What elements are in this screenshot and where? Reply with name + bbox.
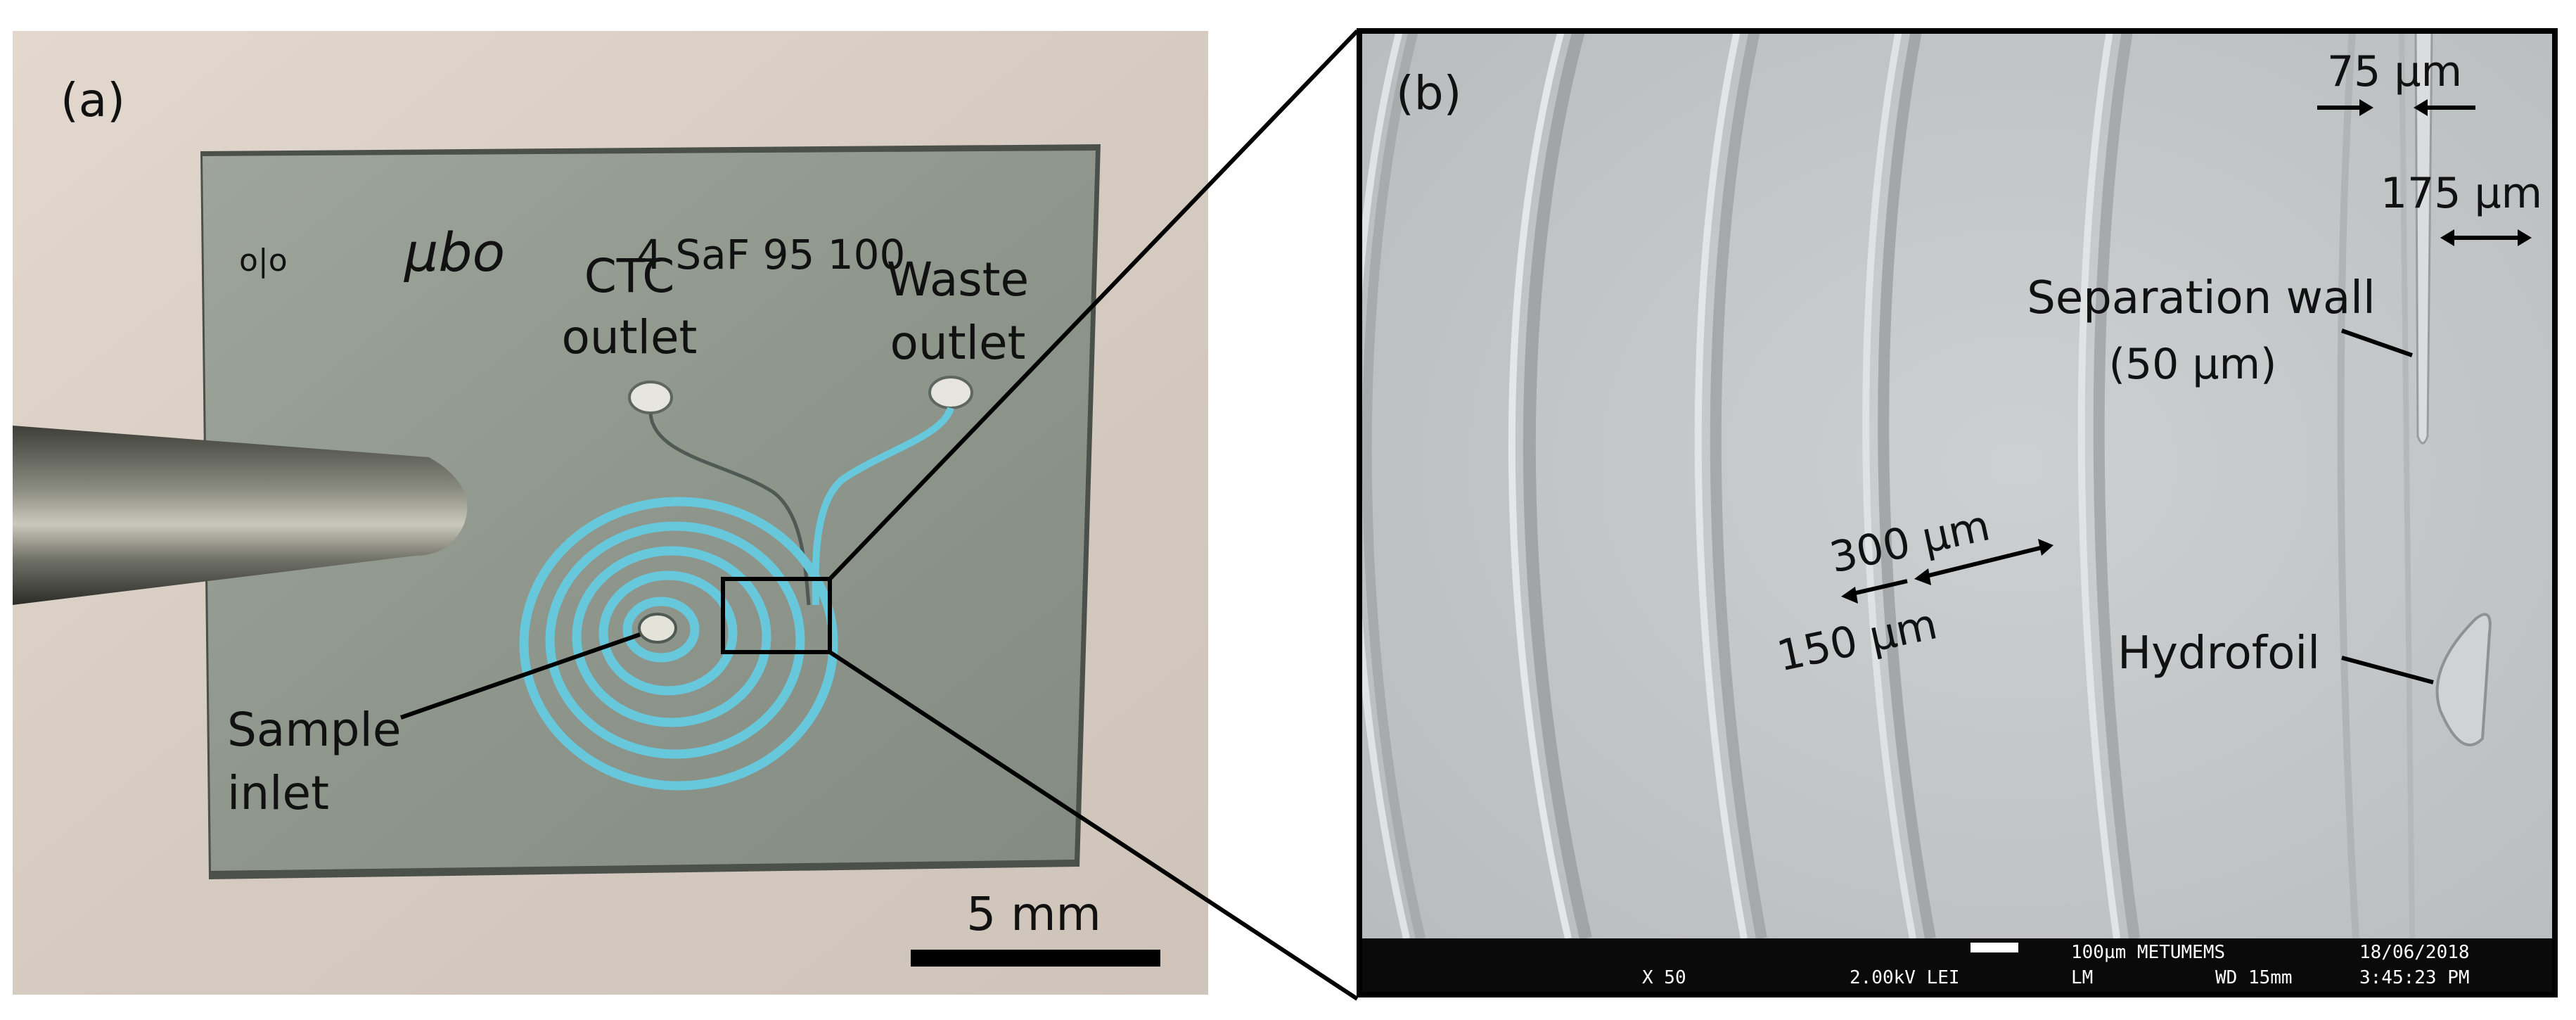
panel-a-label: (a) [60, 73, 125, 127]
panel-b-label: (b) [1396, 66, 1461, 120]
dim-175-arrowhead-right [2518, 229, 2532, 246]
sem-scale-bar [1971, 943, 2018, 952]
separation-wall-pointer [2341, 329, 2413, 357]
sample-inlet-hole [638, 613, 677, 644]
sem-scale-text: 100µm METUMEMS [2071, 942, 2225, 963]
panel-b: X 50 2.00kV LEI 100µm METUMEMS LM WD 15m… [1357, 28, 2558, 997]
hydrofoil-shape [2435, 613, 2492, 746]
sem-wd: WD 15mm [2215, 967, 2293, 988]
zoom-line-bottom [828, 650, 1359, 1001]
zoom-box [721, 577, 832, 654]
chip-surface [203, 151, 1096, 871]
ctc-outlet-hole [628, 381, 673, 414]
separation-wall-shape [2414, 31, 2433, 445]
dim-75-label: 75 µm [2327, 47, 2462, 96]
dim-150-arrowhead-left [1841, 587, 1858, 604]
ctc-outlet-label-line2: outlet [562, 310, 698, 364]
hydrofoil-label: Hydrofoil [2117, 627, 2320, 680]
tweezers [13, 426, 468, 605]
sem-magnification: X 50 [1642, 967, 1686, 988]
separation-wall-size-label: (50 µm) [2109, 340, 2277, 389]
sem-info-bar [1359, 938, 2555, 995]
chip-mark: o|o [239, 243, 288, 279]
spiral-channel [519, 497, 838, 791]
chip-serial: 4 SaF 95 100 [636, 231, 905, 279]
hydrofoil-pointer [2341, 656, 2434, 684]
dim-300-arrowhead-right [2038, 539, 2053, 556]
sample-inlet-label-line1: Sample [227, 703, 401, 757]
sample-inlet-pointer [400, 632, 641, 720]
waste-outlet-hole [928, 376, 973, 409]
sem-date: 18/06/2018 [2359, 942, 2470, 963]
sem-channel-arcs [1359, 31, 2492, 938]
ctc-outlet-label-line1: CTC [584, 249, 675, 303]
dim-300-arrowhead-left [1914, 568, 1931, 585]
sem-voltage: 2.00kV LEI [1850, 967, 1960, 988]
waste-outlet-label-line2: outlet [890, 316, 1026, 370]
sem-lm: LM [2071, 967, 2093, 988]
zoom-line-top [828, 29, 1359, 581]
dim-175-arrowhead-left [2440, 229, 2454, 246]
separation-wall-label: Separation wall [2027, 272, 2375, 324]
scale-bar-label: 5 mm [966, 887, 1101, 941]
dim-150-line [1849, 579, 1908, 597]
waste-outlet-label-line1: Waste [887, 253, 1029, 307]
scale-bar [911, 950, 1160, 967]
dim-75-arrowhead-right [2414, 99, 2428, 116]
waste-channel [812, 407, 954, 606]
dim-175-label: 175 µm [2380, 169, 2542, 218]
panel-a: o|o μbo 4 SaF 95 100 (a) CTC [13, 31, 1208, 995]
sem-time: 3:45:23 PM [2359, 967, 2470, 988]
sample-inlet-label-line2: inlet [227, 766, 329, 820]
microfluidic-chip: o|o μbo 4 SaF 95 100 [200, 144, 1101, 879]
chip-logo: μbo [404, 221, 505, 283]
dim-75-arrowhead-left [2359, 99, 2373, 116]
dim-300-line [1923, 545, 2044, 579]
panel-b-border [1357, 28, 2558, 997]
